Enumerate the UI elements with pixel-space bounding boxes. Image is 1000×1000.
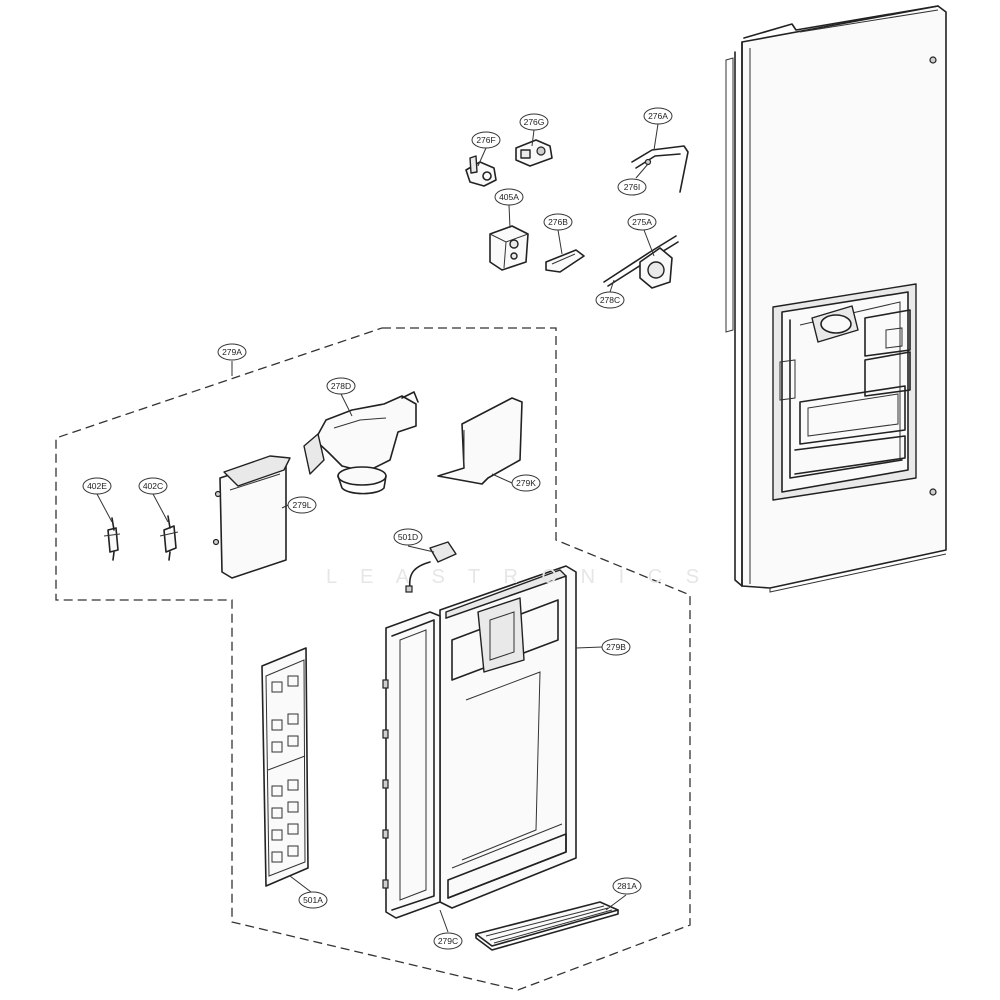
callout-402E: 402E: [82, 477, 112, 495]
part-279K: [437, 397, 523, 485]
part-402E: [103, 517, 121, 561]
part-279L: [212, 455, 291, 579]
callout-label: 278C: [600, 295, 620, 305]
callout-label: 276G: [524, 117, 545, 127]
callout-label: 405A: [499, 192, 519, 202]
callout-label: 278D: [331, 381, 351, 391]
part-279C: [382, 611, 441, 919]
callout-278D: 278D: [326, 377, 356, 395]
callout-501A: 501A: [298, 891, 328, 909]
part-276A: [631, 145, 689, 193]
part-501A: [261, 647, 309, 887]
part-276G: [515, 139, 553, 167]
part-405A: [489, 225, 529, 271]
callout-276G: 276G: [519, 113, 549, 131]
callout-label: 276B: [548, 217, 568, 227]
callout-405A: 405A: [494, 188, 524, 206]
callout-label: 402C: [143, 481, 163, 491]
callout-279L: 279L: [287, 496, 317, 514]
callout-276I: 276I: [617, 178, 647, 196]
callout-501D: 501D: [393, 528, 423, 546]
part-501D: [405, 541, 457, 593]
callout-281A: 281A: [612, 877, 642, 895]
callout-276F: 276F: [471, 131, 501, 149]
callout-label: 275A: [632, 217, 652, 227]
callout-label: 279K: [516, 478, 536, 488]
part-276F: [465, 155, 497, 187]
callout-label: 279L: [293, 500, 312, 510]
callout-276A: 276A: [643, 107, 673, 125]
callout-label: 279C: [438, 936, 458, 946]
callout-label: 279A: [222, 347, 242, 357]
callout-label: 276F: [476, 135, 495, 145]
callout-label: 402E: [87, 481, 107, 491]
callout-279A: 279A: [217, 343, 247, 361]
callout-278C: 278C: [595, 291, 625, 309]
callout-279C: 279C: [433, 932, 463, 950]
callout-label: 279B: [606, 642, 626, 652]
assembly-boundary: [55, 327, 691, 991]
part-402C: [159, 515, 179, 561]
part-279B: [439, 565, 577, 909]
callout-label: 276A: [648, 111, 668, 121]
callout-label: 276I: [624, 182, 641, 192]
callout-label: 501D: [398, 532, 418, 542]
callout-label: 501A: [303, 895, 323, 905]
part-278D: [303, 391, 419, 495]
refrigerator-door: [725, 5, 947, 593]
watermark: L E A S T R O N I C S: [326, 566, 708, 588]
part-275A: [603, 235, 679, 289]
part-276B: [545, 249, 585, 273]
callout-275A: 275A: [627, 213, 657, 231]
leader-lines: [96, 123, 659, 933]
part-281A: [475, 901, 619, 951]
callout-279K: 279K: [511, 474, 541, 492]
callout-402C: 402C: [138, 477, 168, 495]
callout-279B: 279B: [601, 638, 631, 656]
callout-label: 281A: [617, 881, 637, 891]
callout-276B: 276B: [543, 213, 573, 231]
